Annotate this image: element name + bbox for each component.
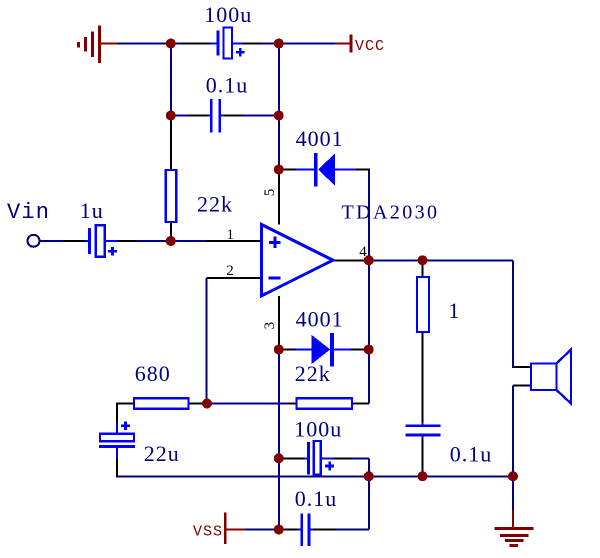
svg-text:680: 680: [135, 361, 171, 386]
svg-text:1: 1: [227, 227, 235, 243]
svg-text:1: 1: [448, 298, 460, 323]
svg-text:22k: 22k: [197, 191, 233, 216]
svg-text:5: 5: [262, 189, 278, 197]
svg-text:1u: 1u: [80, 198, 104, 223]
svg-text:22u: 22u: [144, 441, 180, 466]
svg-text:4001: 4001: [296, 126, 344, 151]
svg-text:0.1u: 0.1u: [295, 486, 338, 511]
svg-text:TDA2030: TDA2030: [342, 201, 440, 223]
svg-text:22k: 22k: [295, 361, 331, 386]
svg-text:VCC: VCC: [355, 38, 385, 55]
svg-text:100u: 100u: [204, 2, 252, 27]
svg-text:4: 4: [359, 244, 367, 260]
svg-text:2: 2: [226, 263, 234, 279]
svg-text:100u: 100u: [294, 416, 342, 441]
svg-text:0.1u: 0.1u: [450, 442, 493, 467]
svg-text:Vin: Vin: [7, 200, 50, 225]
svg-text:0.1u: 0.1u: [206, 73, 249, 98]
svg-text:3: 3: [262, 322, 278, 330]
svg-text:VSS: VSS: [193, 524, 223, 541]
svg-text:4001: 4001: [296, 306, 344, 331]
